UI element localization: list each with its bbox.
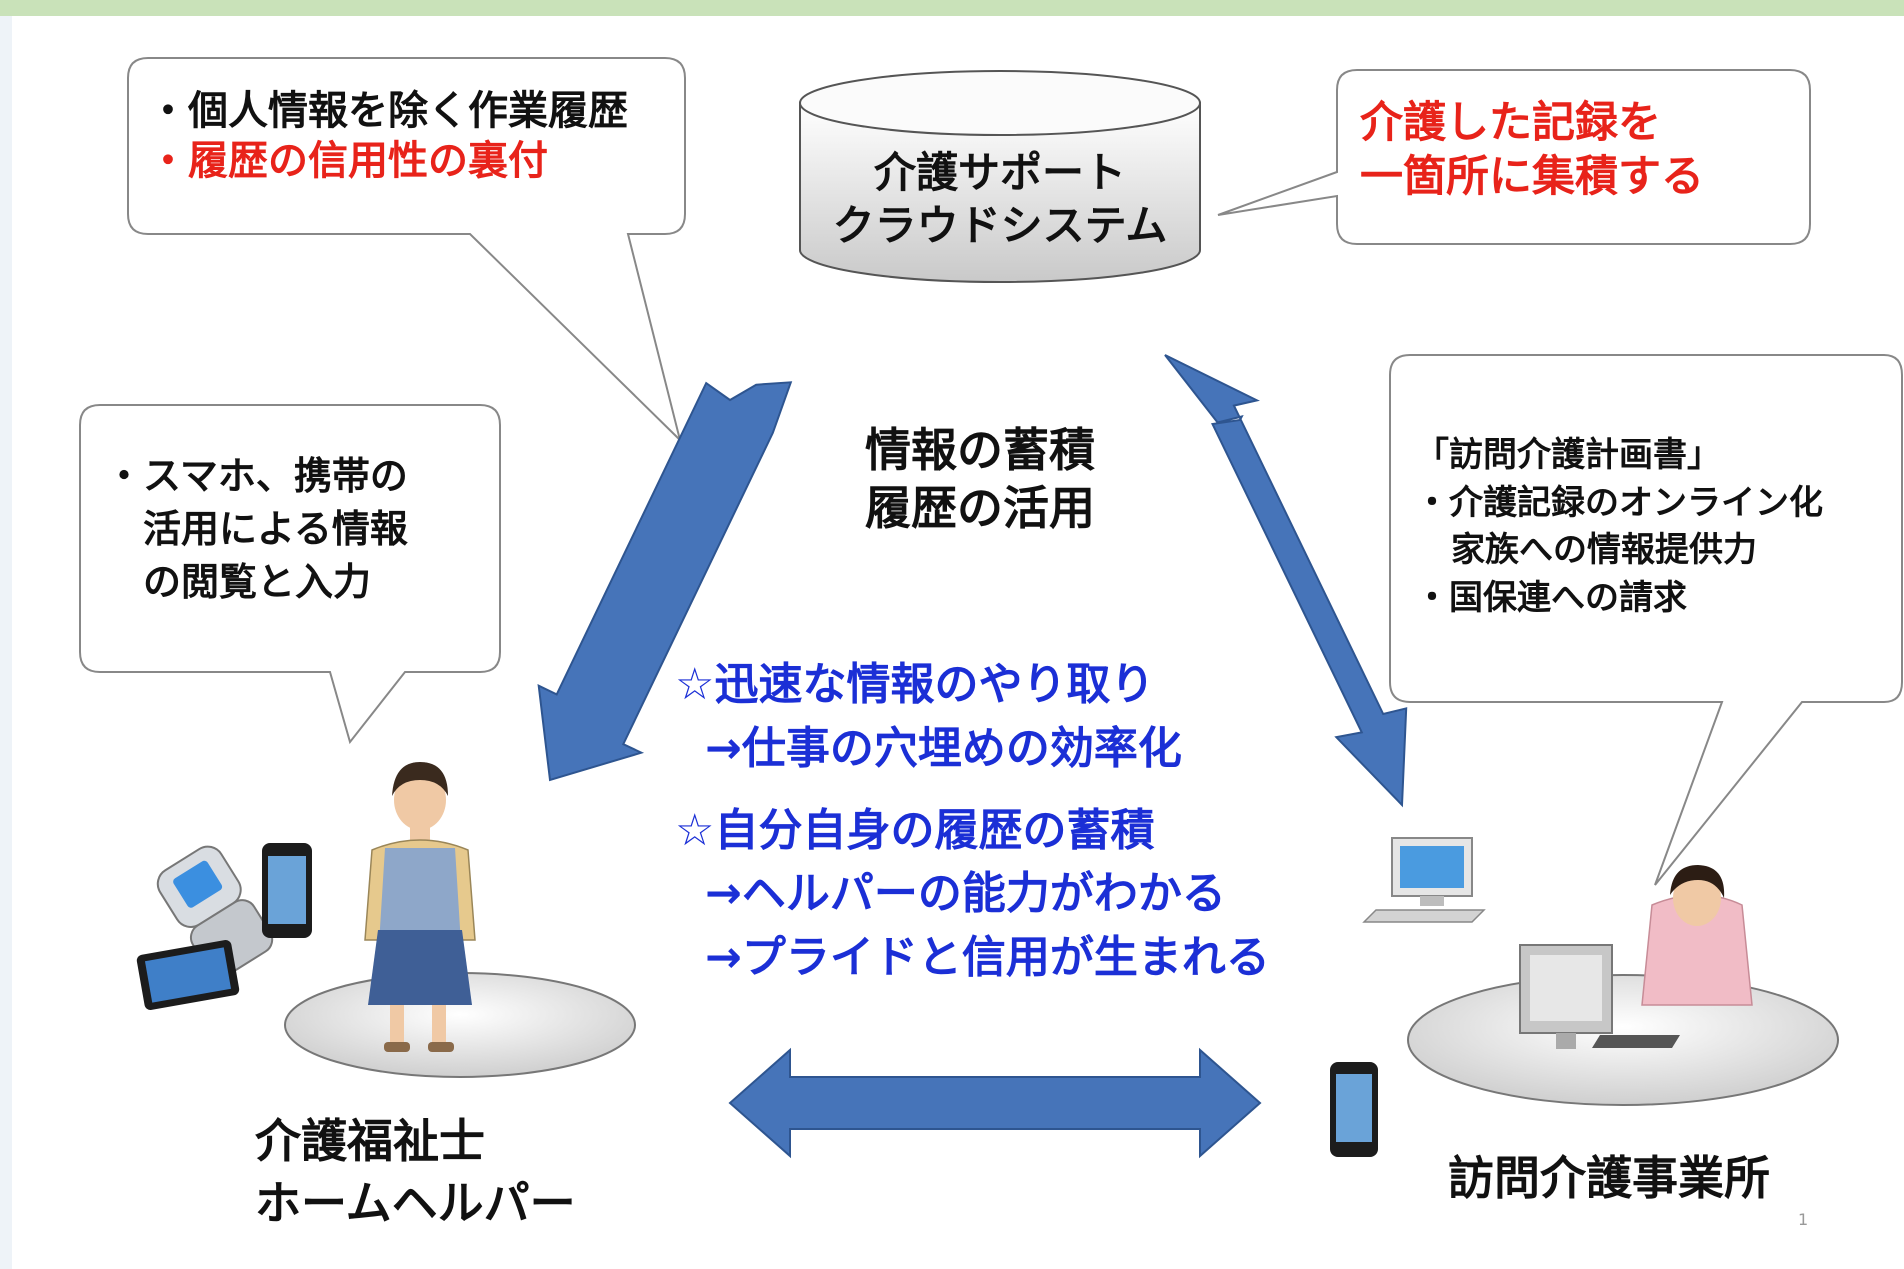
benefit-line-4: →ヘルパーの能力がわかる (705, 868, 1226, 920)
left-edge-strip (0, 16, 12, 1269)
cloud-line-2: クラウドシステム (832, 200, 1168, 250)
benefit-line-1: ☆迅速な情報のやり取り (675, 659, 1155, 710)
desktop-computer-icon (1362, 837, 1486, 923)
bubble-top-left-line-2: ・履歴の信用性の裏付 (148, 138, 548, 184)
bubble-right-line-2: ・介護記録のオンライン化 (1415, 482, 1823, 523)
cloud-line-1: 介護サポート (873, 148, 1126, 197)
page-number: 1 (1798, 1210, 1809, 1229)
right-diagonal-arrow (1164, 354, 1408, 808)
smartphone-icon (262, 843, 312, 938)
bubble-top-left-line-1: ・個人情報を除く作業履歴 (148, 88, 628, 134)
center-caption: 情報の蓄積 履歴の活用 (830, 422, 1130, 537)
bubble-top-right-line-2: 一箇所に集積する (1360, 151, 1704, 202)
bubble-left-line-2: 活用による情報 (143, 507, 408, 552)
bubble-right-text: 「訪問介護計画書」 ・介護記録のオンライン化 家族への情報提供力 ・国保連への請… (1415, 432, 1823, 622)
bubble-left-line-1: ・スマホ、携帯の (105, 454, 408, 498)
office-worker-figure (1519, 865, 1753, 1049)
tablet-icon (136, 940, 240, 1010)
bubble-top-left-text: ・個人情報を除く作業履歴 ・履歴の信用性の裏付 (148, 86, 628, 186)
top-banner-strip (0, 0, 1904, 16)
bubble-left-text: ・スマホ、携帯の 活用による情報 の閲覧と入力 (105, 450, 408, 610)
cloud-system-label: 介護サポート クラウドシステム (820, 147, 1180, 252)
office-label: 訪問介護事業所 (1448, 1151, 1770, 1205)
helper-label: 介護福祉士 ホームヘルパー (255, 1110, 576, 1234)
office-smartphone-icon (1330, 1062, 1378, 1157)
center-line-2: 履歴の活用 (865, 480, 1095, 535)
bubble-top-right-line-1: 介護した記録を (1360, 98, 1661, 148)
bubble-right-line-4: ・国保連への請求 (1415, 577, 1687, 618)
bubble-right-line-1: 「訪問介護計画書」 (1415, 435, 1721, 475)
benefit-line-2: →仕事の穴埋めの効率化 (705, 722, 1182, 774)
benefit-line-5: →プライドと信用が生まれる (705, 932, 1270, 984)
bubble-top-right-text: 介護した記録を 一箇所に集積する (1360, 97, 1704, 205)
bubble-right-shape (1389, 354, 1903, 886)
benefit-line-3: ☆自分自身の履歴の蓄積 (675, 804, 1155, 856)
helper-line-1: 介護福祉士 (255, 1114, 485, 1168)
bubble-top-right-shape (1217, 69, 1811, 245)
database-cylinder (799, 70, 1201, 283)
bubble-left-shape (79, 404, 501, 745)
bubble-top-left-shape (127, 57, 686, 444)
center-line-1: 情報の蓄積 (865, 423, 1095, 477)
horizontal-arrow (728, 1047, 1262, 1159)
bubble-right-line-3: 家族への情報提供力 (1451, 530, 1757, 571)
helper-line-2: ホームヘルパー (255, 1176, 576, 1231)
benefits-list: ☆迅速な情報のやり取り →仕事の穴埋めの効率化 ☆自分自身の履歴の蓄積 →ヘルパ… (675, 653, 1270, 990)
care-worker-figure (364, 762, 476, 1052)
left-diagonal-arrow (537, 381, 793, 782)
bubble-left-line-3: の閲覧と入力 (143, 560, 372, 605)
